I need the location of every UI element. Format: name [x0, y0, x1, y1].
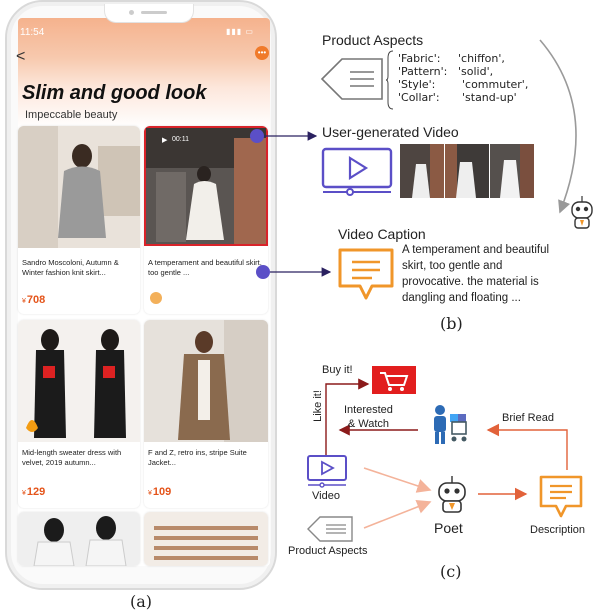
- signal-battery-icon: ▮▮▮ ▭: [226, 27, 254, 36]
- product-price: ¥708: [22, 294, 46, 306]
- video-product-card[interactable]: 00:11 ▶ A temperament and beautiful skir…: [144, 126, 268, 314]
- video-player-icon: [321, 147, 393, 196]
- product-price: ¥109: [148, 486, 172, 498]
- product-card[interactable]: Mid-length sweater dress with velvet, 20…: [18, 320, 140, 508]
- aspect-value: 'commuter',: [462, 78, 529, 91]
- aspect-row: 'Style':: [398, 78, 436, 91]
- aspect-value: 'solid',: [458, 65, 494, 78]
- panel-b-label: (b): [440, 314, 463, 333]
- product-image: [144, 320, 268, 442]
- panel-a-label: (a): [130, 592, 153, 611]
- product-aspects-label: Product Aspects: [288, 545, 368, 557]
- description-bubble-icon: [539, 475, 583, 518]
- video-thumbnail[interactable]: 00:11 ▶: [144, 126, 268, 246]
- brace-icon: [386, 50, 394, 110]
- product-image: [18, 512, 140, 566]
- product-image: [144, 512, 268, 566]
- product-caption: F and Z, retro ins, stripe Suite Jacket.…: [148, 448, 247, 467]
- more-menu-icon[interactable]: •••: [255, 46, 269, 60]
- product-aspects-title: Product Aspects: [322, 32, 424, 48]
- status-time: 11:54: [20, 27, 45, 38]
- aspect-value: 'chiffon',: [458, 52, 505, 65]
- product-aspects-tag-icon: [307, 516, 353, 542]
- aspect-row: 'Collar':: [398, 91, 440, 104]
- brief-read-label: Brief Read: [502, 412, 554, 424]
- page-title: Slim and good look: [22, 82, 207, 104]
- panel-c-label: (c): [440, 562, 462, 581]
- caption-title: Video Caption: [338, 226, 426, 242]
- aspect-row: 'Pattern':: [398, 65, 448, 78]
- like-label: Like it!: [312, 390, 324, 422]
- poet-robot-icon: [438, 476, 466, 513]
- page-subtitle: Impeccable beauty: [25, 109, 118, 121]
- video-label: Video: [312, 490, 340, 502]
- video-frames: [400, 144, 534, 198]
- product-price: ¥129: [22, 486, 46, 498]
- play-icon: ▶: [162, 137, 168, 144]
- interested-label: Interested & Watch: [344, 404, 393, 430]
- seller-avatar-icon: [150, 292, 162, 304]
- product-caption: Sandro Moscoloni, Autumn & Winter fashio…: [22, 258, 119, 277]
- shopping-cart-icon: [372, 366, 416, 394]
- video-duration: 00:11: [172, 136, 189, 143]
- product-card[interactable]: F and Z, retro ins, stripe Suite Jacket.…: [144, 320, 268, 508]
- aspect-row: 'Fabric':: [398, 52, 441, 65]
- product-image: [18, 126, 140, 248]
- shopper-icon: [434, 405, 467, 444]
- video-title: User-generated Video: [322, 124, 459, 140]
- aspect-value: 'stand-up': [462, 91, 517, 104]
- speech-bubble-icon: [338, 248, 394, 300]
- product-image: [18, 320, 140, 442]
- poet-label: Poet: [434, 520, 463, 536]
- product-caption: A temperament and beautiful skirt, too g…: [148, 258, 262, 277]
- product-card[interactable]: [18, 512, 140, 566]
- product-caption: Mid-length sweater dress with velvet, 20…: [22, 448, 122, 467]
- buy-label: Buy it!: [322, 364, 353, 376]
- video-icon: [307, 455, 347, 488]
- tag-icon: [320, 58, 383, 100]
- phone-notch: [104, 4, 194, 23]
- robot-icon: [571, 196, 593, 229]
- product-card[interactable]: Sandro Moscoloni, Autumn & Winter fashio…: [18, 126, 140, 314]
- product-card[interactable]: [144, 512, 268, 566]
- caption-text: A temperament and beautiful skirt, too g…: [402, 244, 550, 304]
- back-arrow-icon[interactable]: <: [16, 48, 26, 65]
- description-label: Description: [530, 524, 586, 536]
